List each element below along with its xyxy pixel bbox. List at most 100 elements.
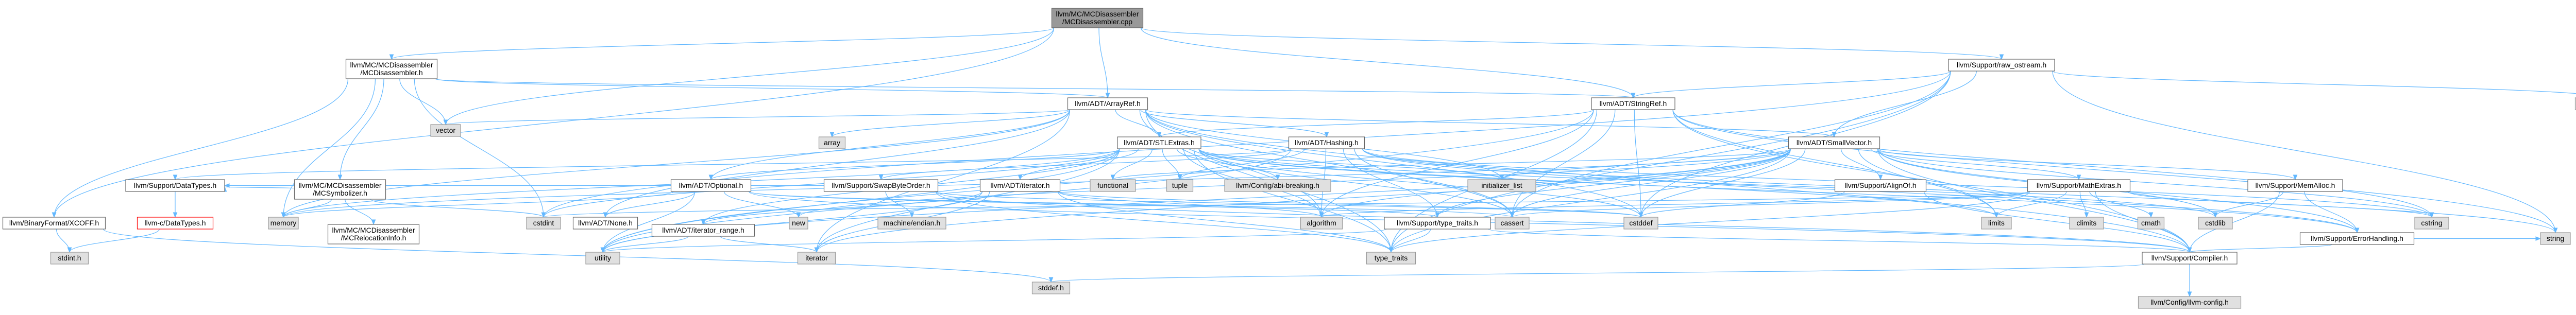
node-label: llvm/Support/MemAlloc.h (2256, 181, 2335, 189)
node-box (1948, 59, 2055, 72)
node-box (2069, 217, 2104, 230)
node-box (1300, 217, 1343, 230)
node-initializer-list: initializer_list (1467, 179, 1536, 192)
edge-hashing-to-swapbyteorder (881, 148, 1292, 180)
node-errorhandling[interactable]: llvm/Support/ErrorHandling.h (2299, 232, 2415, 245)
edge-mcdis-h-to-stringref (434, 78, 1634, 98)
edge-llvm-datatypes-to-stdint-h (70, 229, 160, 253)
node-label: memory (270, 219, 297, 227)
edge-adt-iterator-to-iterator-range (703, 191, 983, 225)
edge-stlextras-to-abi-breaking (1176, 148, 1278, 180)
edge-mathextras-to-cstdint (544, 191, 2030, 217)
node-memalloc[interactable]: llvm/Support/MemAlloc.h (2247, 179, 2343, 192)
node-new: new (789, 217, 808, 230)
node-box (50, 252, 89, 265)
node-box (877, 217, 946, 230)
node-adt-optional[interactable]: llvm/ADT/Optional.h (670, 179, 752, 192)
edge-smallvector-to-algorithm (1321, 148, 1791, 218)
node-box (1224, 179, 1331, 192)
node-arrayref[interactable]: llvm/ADT/ArrayRef.h (1067, 97, 1148, 110)
node-box (818, 136, 846, 149)
node-llvm-config: llvm/Config/llvm-config.h (2138, 296, 2242, 309)
node-swapbyteorder[interactable]: llvm/Support/SwapByteOrder.h (823, 179, 939, 192)
node-box (2142, 252, 2238, 265)
edge-hashing-to-cassert (1354, 148, 1512, 217)
edge-compiler-to-stddef-h (1051, 264, 2145, 282)
node-label: new (792, 219, 806, 227)
node-label: llvm/ADT/iterator_range.h (662, 226, 744, 234)
node-label: llvm/Support/MathExtras.h (2037, 181, 2121, 189)
node-label: llvm/ADT/StringRef.h (1600, 99, 1667, 108)
node-datatypes[interactable]: llvm/Support/DataTypes.h (125, 179, 225, 192)
node-array: array (818, 136, 846, 149)
node-box (2540, 232, 2571, 245)
node-label: llvm/Support/SwapByteOrder.h (832, 181, 930, 189)
node-cmath: cmath (2137, 217, 2165, 230)
node-stlextras[interactable]: llvm/ADT/STLExtras.h (1117, 136, 1201, 149)
node-box (797, 252, 836, 265)
edge-smallvector-to-compiler (1877, 148, 2190, 252)
edge-arrayref-to-stlextras (1115, 109, 1159, 137)
node-llvm-datatypes[interactable]: llvm-c/DataTypes.h (137, 217, 214, 230)
edge-stlextras-to-adt-optional (711, 148, 1120, 180)
node-box (2299, 232, 2415, 245)
node-smallvector[interactable]: llvm/ADT/SmallVector.h (1788, 136, 1880, 149)
node-box (526, 217, 561, 230)
node-box (294, 179, 386, 200)
edge-smallvector-to-type-traits (1391, 148, 1791, 252)
edge-root-to-xcoff (54, 27, 1055, 217)
node-box (2, 217, 106, 230)
node-cstddef: cstddef (1623, 217, 1658, 230)
node-iterator-range[interactable]: llvm/ADT/iterator_range.h (651, 224, 755, 237)
node-mcsymbolizer[interactable]: llvm/MC/MCDisassembler/MCSymbolizer.h (294, 179, 386, 200)
edge-mcdis-h-to-mcsymbolizer (340, 78, 384, 180)
node-label: tuple (1172, 181, 1188, 189)
edge-mcsymbolizer-to-mcrelocinfo (345, 199, 374, 225)
node-cassert: cassert (1495, 217, 1530, 230)
node-alignof[interactable]: llvm/Support/AlignOf.h (1834, 179, 1927, 192)
node-compiler[interactable]: llvm/Support/Compiler.h (2142, 252, 2238, 265)
nodes-layer: llvm/MC/MCDisassembler/MCDisassembler.cp… (2, 8, 2576, 309)
edge-errorhandling-to-compiler (2190, 244, 2332, 253)
node-label: llvm/MC/MCDisassembler (332, 226, 415, 234)
node-label: machine/endian.h (884, 219, 941, 227)
edge-memalloc-to-cstdlib (2215, 191, 2284, 218)
edge-xcoff-to-stdint-h (56, 229, 70, 253)
node-box (1051, 8, 1144, 28)
node-label: cassert (1500, 219, 1523, 227)
edge-arrayref-to-hashing (1140, 109, 1327, 137)
edge-stringref-to-cassert (1512, 109, 1616, 217)
edge-smallvector-to-alignof (1840, 148, 1881, 180)
node-label: utility (595, 254, 611, 262)
node-vector: vector (430, 124, 461, 137)
node-box (585, 252, 620, 265)
edge-stlextras-to-errorhandling (1198, 148, 2357, 233)
node-mcrelocinfo[interactable]: llvm/MC/MCDisassembler/MCRelocationInfo.… (327, 224, 420, 244)
node-mcdis-h[interactable]: llvm/MC/MCDisassembler/MCDisassembler.h (345, 59, 438, 79)
node-adt-none[interactable]: llvm/ADT/None.h (572, 217, 638, 230)
node-box (2138, 296, 2242, 309)
node-box (651, 224, 755, 237)
edge-swapbyteorder-to-type-traits (935, 191, 1392, 253)
node-hashing[interactable]: llvm/ADT/Hashing.h (1288, 136, 1365, 149)
edge-smallvector-to-functional (1113, 148, 1791, 180)
edge-arrayref-to-algorithm (1139, 109, 1321, 217)
node-box (1495, 217, 1530, 230)
edge-smallvector-to-iterator (817, 148, 1791, 252)
node-adt-iterator[interactable]: llvm/ADT/iterator.h (979, 179, 1061, 192)
node-box (1788, 136, 1880, 149)
node-stringref[interactable]: llvm/ADT/StringRef.h (1591, 97, 1675, 110)
edge-stringref-to-string (1672, 109, 2555, 233)
node-type-traits-h[interactable]: llvm/Support/type_traits.h (1384, 217, 1491, 230)
node-box (2574, 97, 2576, 110)
node-label: stdint.h (58, 254, 81, 262)
edge-smallvector-to-limits (1858, 148, 1996, 217)
node-box (1384, 217, 1491, 230)
node-label: llvm/MC/MCDisassembler (350, 61, 433, 69)
node-mathextras[interactable]: llvm/Support/MathExtras.h (2027, 179, 2131, 192)
node-label: /MCDisassembler.h (360, 68, 422, 77)
node-box (2137, 217, 2165, 230)
node-xcoff[interactable]: llvm/BinaryFormat/XCOFF.h (2, 217, 106, 230)
node-raw-ostream[interactable]: llvm/Support/raw_ostream.h (1948, 59, 2055, 72)
node-box (1031, 282, 1071, 294)
